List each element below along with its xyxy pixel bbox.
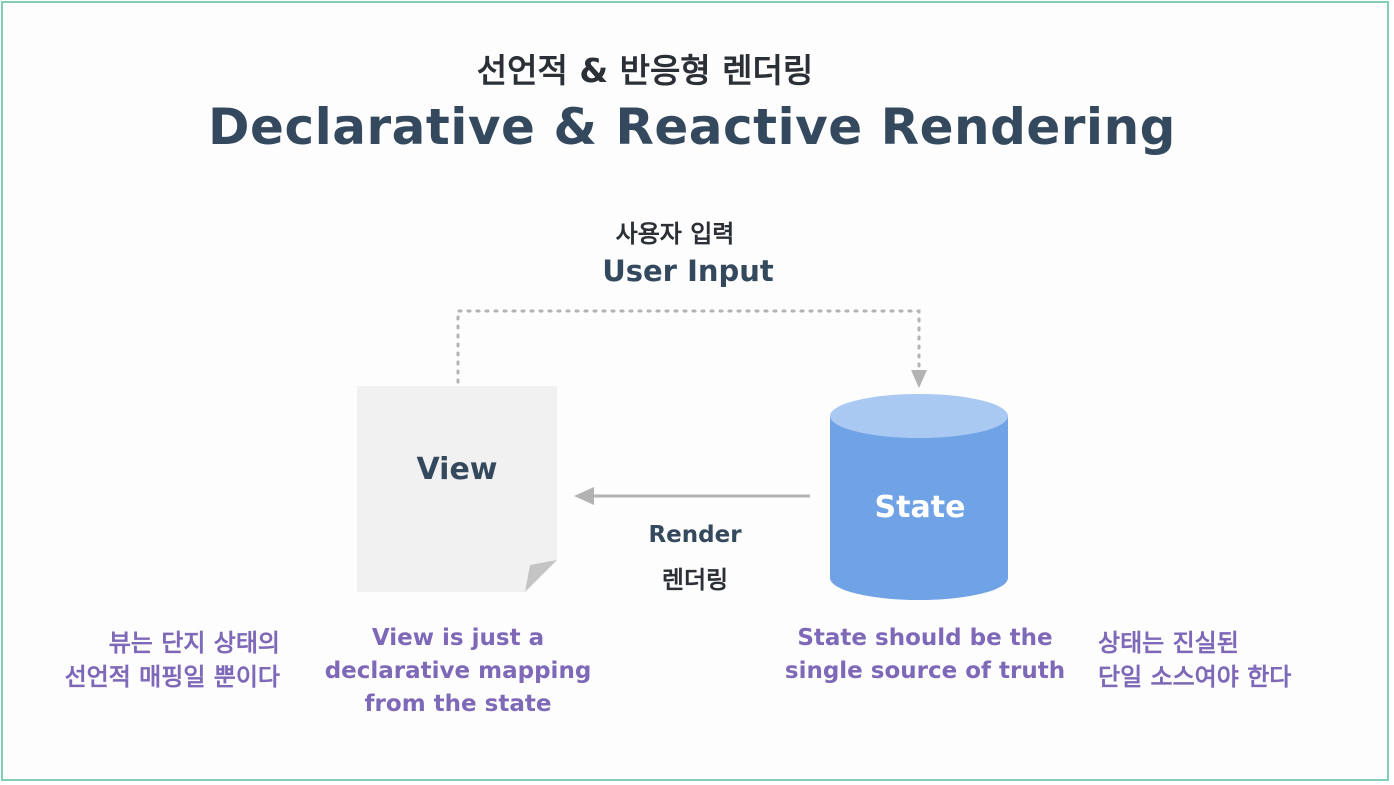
view-description-line: from the state	[364, 691, 552, 717]
view-description-line: View is just a	[371, 625, 545, 651]
render-label-english: Render	[648, 522, 742, 548]
render-arrowhead	[574, 487, 594, 505]
view-description-korean-line: 뷰는 단지 상태의	[108, 629, 280, 657]
state-description: State should be the single source of tru…	[780, 622, 1070, 688]
user-input-loop-line	[456, 309, 921, 384]
view-description-korean: 뷰는 단지 상태의 선언적 매핑일 뿐이다	[40, 626, 280, 694]
state-description-korean-line: 단일 소스여야 한다	[1098, 663, 1292, 691]
view-description-korean-line: 선언적 매핑일 뿐이다	[64, 663, 280, 691]
state-description-line: single source of truth	[784, 658, 1066, 684]
title-korean: 선언적 & 반응형 렌더링	[476, 51, 814, 90]
view-description: View is just a declarative mapping from …	[318, 622, 598, 721]
user-input-arrowhead	[911, 370, 927, 388]
state-description-line: State should be the	[797, 625, 1053, 651]
view-label: View	[416, 452, 498, 487]
state-description-korean-line: 상태는 진실된	[1098, 629, 1239, 657]
state-cylinder-top	[830, 394, 1008, 438]
state-description-korean: 상태는 진실된 단일 소스여야 한다	[1098, 626, 1338, 694]
state-cylinder-icon	[830, 416, 1008, 600]
user-input-label-korean: 사용자 입력	[615, 220, 735, 248]
render-label-korean: 렌더링	[661, 566, 729, 594]
view-page-icon	[357, 386, 557, 592]
view-page-fold	[525, 560, 557, 592]
user-input-label-english: User Input	[602, 254, 774, 288]
title-english: Declarative & Reactive Rendering	[208, 98, 1176, 156]
state-label: State	[874, 490, 966, 525]
view-description-line: declarative mapping	[324, 658, 592, 684]
